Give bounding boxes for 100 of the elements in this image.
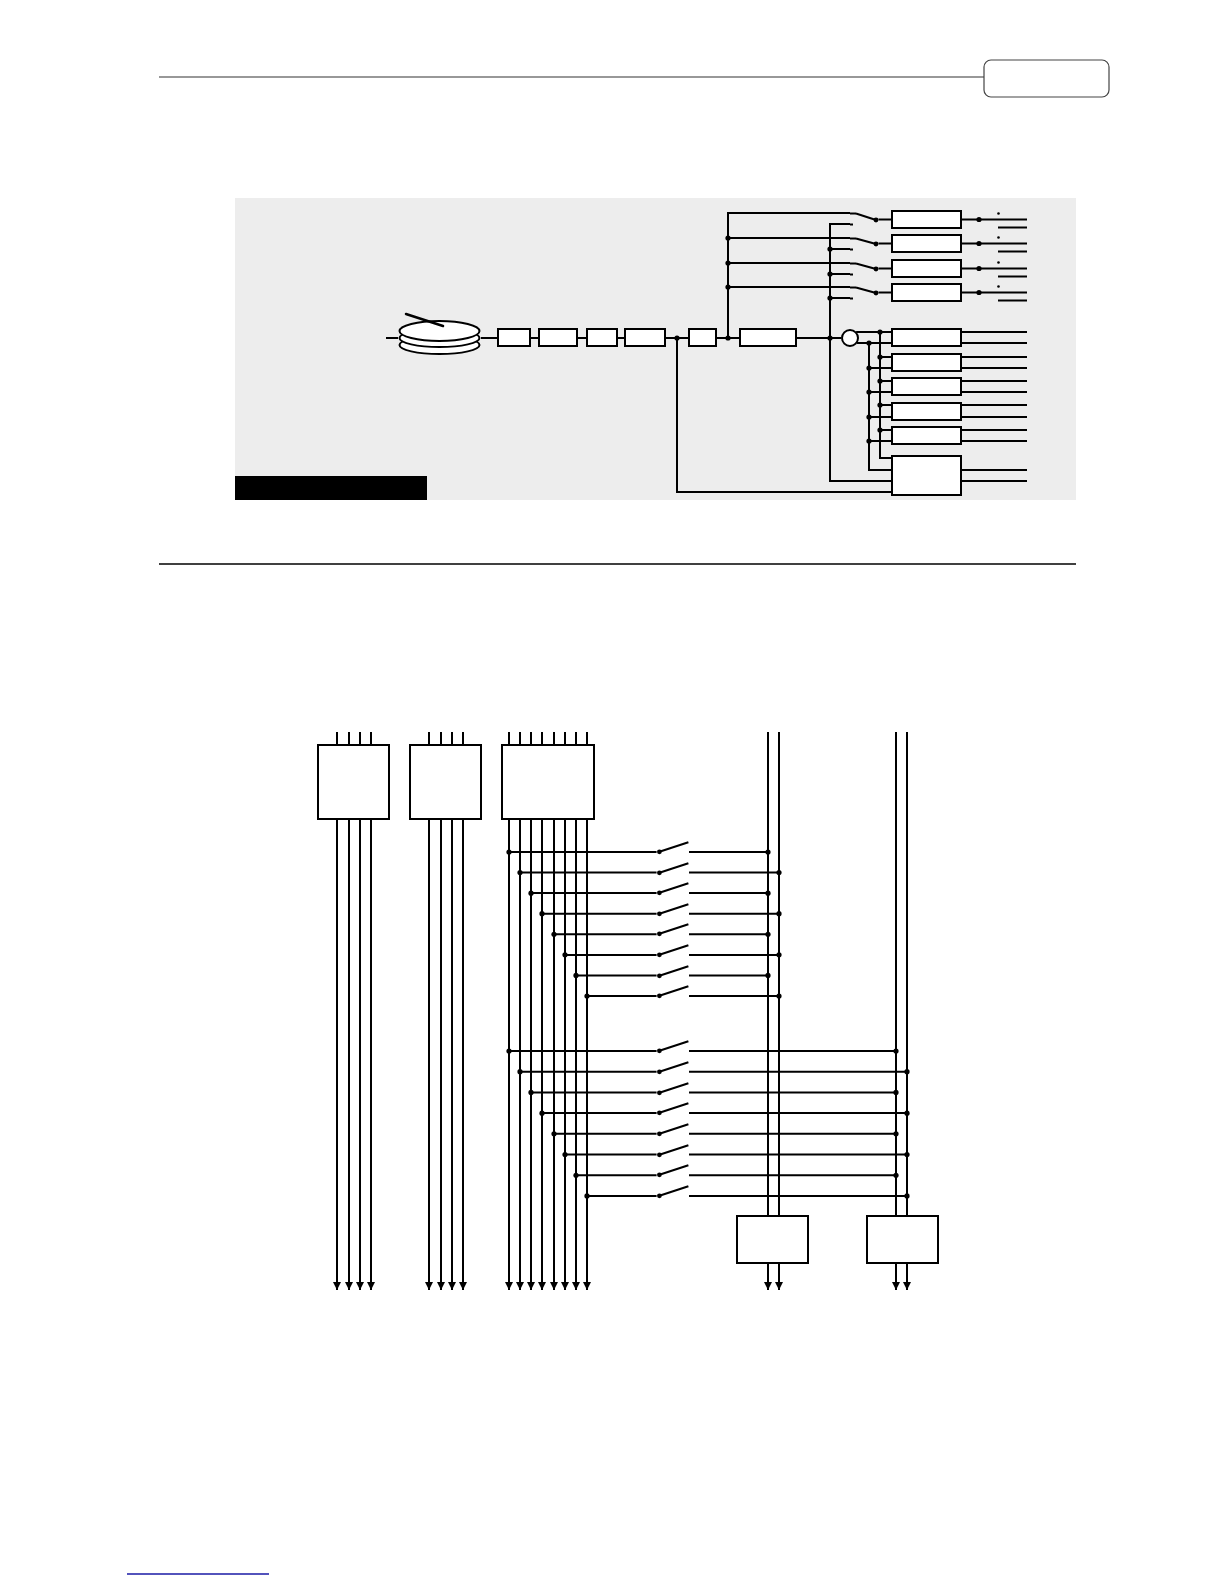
signal-line	[961, 367, 1028, 369]
switch-symbol	[656, 985, 689, 999]
signal-line	[530, 337, 539, 339]
process-box	[501, 744, 595, 820]
switch-symbol	[656, 1164, 689, 1178]
signal-line	[877, 242, 892, 245]
switch-symbol	[656, 1143, 689, 1157]
signal-line	[877, 291, 892, 294]
arrow	[892, 1263, 900, 1291]
signal-line	[877, 218, 892, 221]
signal-line	[480, 337, 498, 339]
switch-symbol	[656, 1102, 689, 1116]
signal-line	[961, 291, 1028, 294]
process-box	[736, 1215, 809, 1264]
signal-line	[370, 731, 372, 745]
process-box	[891, 402, 962, 421]
signal-line	[716, 286, 851, 339]
process-box	[891, 210, 962, 229]
switch-symbol	[850, 261, 879, 276]
signal-line	[541, 731, 543, 745]
signal-line	[961, 380, 1028, 382]
arrow	[345, 819, 353, 1291]
process-box	[497, 328, 531, 347]
signal-line	[451, 731, 453, 745]
signal-line	[961, 416, 1028, 418]
signal-line	[553, 731, 555, 745]
signal-line	[359, 731, 361, 745]
signal-line	[519, 731, 521, 745]
process-box	[891, 426, 962, 445]
signal-line	[688, 995, 780, 1216]
switch-symbol	[656, 882, 689, 896]
signal-line	[961, 440, 1028, 442]
signal-line	[508, 731, 510, 745]
signal-line	[961, 242, 1028, 245]
switch-symbol	[656, 841, 689, 855]
process-box	[891, 234, 962, 253]
process-box	[624, 328, 666, 347]
arrow	[356, 819, 364, 1291]
signal-line	[348, 731, 350, 745]
process-box	[891, 328, 962, 347]
signal-line	[961, 218, 1028, 221]
process-box	[409, 744, 482, 820]
process-box	[891, 377, 962, 396]
signal-line	[577, 337, 587, 339]
signal-line	[877, 267, 892, 270]
process-box	[891, 455, 962, 496]
process-box	[688, 328, 717, 347]
switch-symbol	[656, 902, 689, 917]
signal-line	[336, 731, 338, 745]
process-box	[538, 328, 578, 347]
arrow	[448, 819, 456, 1291]
process-box	[891, 259, 962, 278]
signal-line	[961, 356, 1028, 358]
signal-line	[575, 731, 577, 745]
arrow	[425, 819, 433, 1291]
arrow	[764, 1263, 772, 1291]
switch-symbol	[850, 236, 879, 251]
switch-symbol	[656, 1040, 689, 1054]
signal-line	[617, 337, 625, 339]
switch-symbol	[656, 1185, 689, 1199]
process-box	[891, 353, 962, 372]
signal-line	[564, 731, 566, 745]
signal-line	[462, 731, 464, 745]
signal-line	[961, 404, 1028, 406]
switch-symbol	[656, 1081, 689, 1095]
switch-symbol	[850, 285, 879, 300]
signal-line	[586, 731, 588, 745]
switch-symbol	[656, 861, 689, 875]
signal-line	[688, 1174, 897, 1216]
signal-line	[440, 731, 442, 745]
signal-line	[961, 331, 1028, 333]
signal-line	[385, 337, 399, 339]
arrow	[367, 819, 375, 1291]
process-box	[891, 283, 962, 302]
arrow	[333, 819, 341, 1291]
caption-bar	[235, 476, 427, 500]
process-box	[866, 1215, 939, 1264]
process-box	[586, 328, 618, 347]
process-box	[317, 744, 390, 820]
arrow	[437, 819, 445, 1291]
signal-line	[961, 342, 1028, 344]
signal-line	[961, 480, 1028, 482]
signal-line	[665, 337, 892, 493]
signal-line	[428, 731, 430, 745]
arrow	[775, 1263, 783, 1291]
switch-symbol	[656, 944, 689, 958]
signal-line	[855, 331, 892, 459]
signal-line	[961, 391, 1028, 393]
switch-symbol	[656, 1123, 689, 1137]
signal-line	[961, 469, 1028, 471]
arrow	[459, 819, 467, 1291]
process-box	[739, 328, 797, 347]
switch-symbol	[656, 1060, 689, 1075]
signal-line	[530, 731, 532, 745]
signal-line	[961, 429, 1028, 431]
switch-symbol	[850, 211, 879, 226]
signal-line	[961, 267, 1028, 270]
switch-symbol	[656, 964, 689, 978]
signal-line	[688, 1195, 908, 1216]
signal-line	[796, 337, 892, 482]
